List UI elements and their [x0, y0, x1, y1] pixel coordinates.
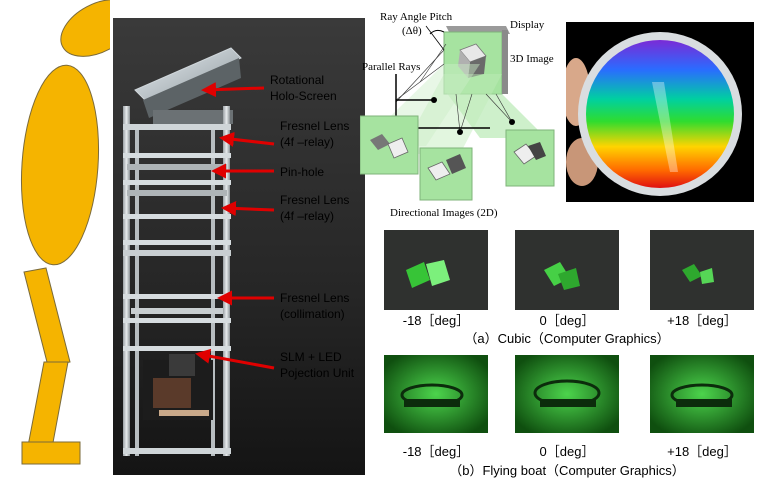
boat-img-0 [515, 355, 619, 433]
caption-b: （b）Flying boat（Computer Graphics） [449, 463, 685, 478]
silhouette-thigh [23, 267, 71, 367]
apparatus-photo [113, 18, 365, 475]
arrow-slm-led [195, 348, 275, 370]
label-3d-image: 3D Image [510, 53, 554, 65]
label-a-minus18: -18［deg］ [403, 313, 469, 328]
caption-a: （a）Cubic（Computer Graphics） [464, 331, 669, 346]
human-silhouette [20, 0, 110, 465]
label-a-plus18: +18［deg］ [667, 313, 737, 328]
holo-screen-photo [566, 22, 754, 202]
arrow-fresnel-1 [219, 131, 275, 147]
label-b-minus18: -18［deg］ [403, 444, 469, 459]
label-delta-theta: (Δθ) [402, 25, 422, 37]
results-row-b: -18［deg］ 0［deg］ +18［deg］ （b）Flying boat（… [384, 355, 754, 478]
label-display: Display [510, 19, 545, 31]
cubic-img-plus18 [650, 230, 754, 310]
label-holo-screen-1: Rotational [270, 73, 324, 87]
cubic-img-0 [515, 230, 619, 310]
silhouette-shin [27, 361, 69, 449]
label-fresnel-3a: Fresnel Lens [280, 291, 349, 305]
arrow-holo-screen [201, 82, 265, 98]
principle-diagram: Ray Angle Pitch (Δθ) Display 3D Image Pa… [360, 11, 555, 219]
label-fresnel-1a: Fresnel Lens [280, 119, 349, 133]
label-fresnel-3b: (collimation) [280, 307, 345, 321]
label-ray-angle-pitch: Ray Angle Pitch [380, 11, 453, 23]
label-directional-images: Directional Images (2D) [390, 207, 498, 219]
silhouette-head [60, 0, 110, 57]
label-parallel-rays: Parallel Rays [362, 61, 420, 73]
boat-img-plus18 [650, 355, 754, 433]
silhouette-torso [20, 64, 100, 266]
label-fresnel-1b: (4f –relay) [280, 135, 334, 149]
arrow-fresnel-2 [221, 200, 275, 216]
label-b-0: 0［deg］ [540, 444, 595, 459]
label-holo-screen-2: Holo-Screen [270, 89, 337, 103]
boat-img-minus18 [384, 355, 488, 433]
label-slm-2: Pojection Unit [280, 366, 355, 380]
label-slm-1: SLM + LED [280, 350, 342, 364]
apparatus-annotations: Rotational Holo-Screen Fresnel Lens (4f … [195, 73, 355, 380]
label-fresnel-2b: (4f –relay) [280, 209, 334, 223]
label-a-0: 0［deg］ [540, 313, 595, 328]
holo-disc [586, 40, 734, 188]
results-row-a: -18［deg］ 0［deg］ +18［deg］ （a）Cubic（Comput… [384, 230, 754, 346]
label-pinhole: Pin-hole [280, 165, 324, 179]
label-fresnel-2a: Fresnel Lens [280, 193, 349, 207]
label-b-plus18: +18［deg］ [667, 444, 737, 459]
silhouette-foot [21, 441, 81, 465]
holo-screen [134, 47, 242, 103]
